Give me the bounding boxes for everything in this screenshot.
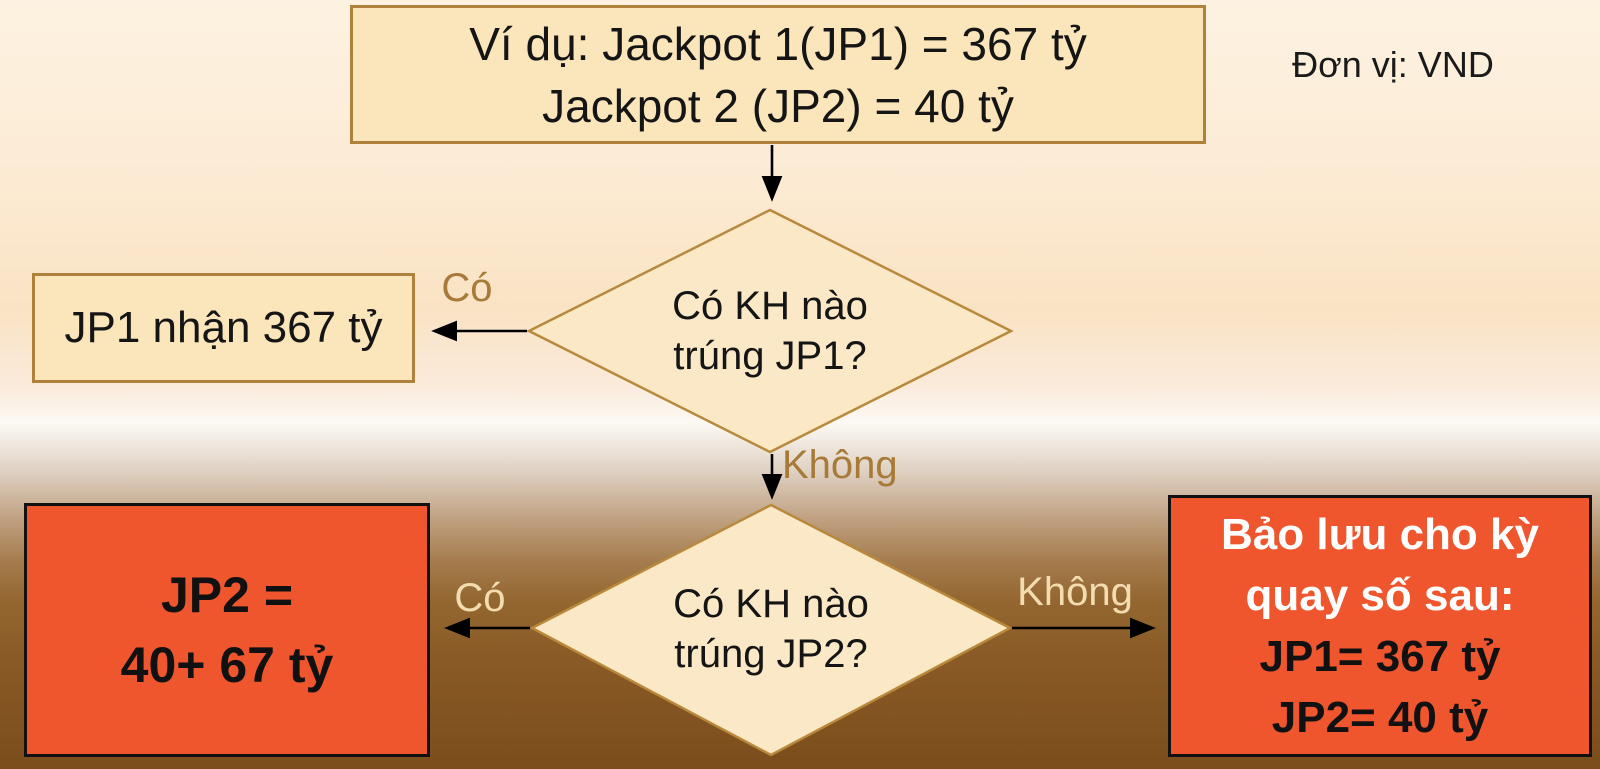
decision1-line1: Có KH nào <box>672 284 868 328</box>
carryover-line4: JP2= 40 tỷ <box>1271 693 1489 742</box>
carryover-box: Bảo lưu cho kỳ quay số sau: JP1= 367 tỷ … <box>1168 495 1592 757</box>
carryover-line2: quay số sau: <box>1245 571 1515 620</box>
decision1-label: Có KH nào trúng JP1? <box>620 270 920 392</box>
decision-diamond-jp2 <box>529 503 1013 757</box>
example-values-line1: Ví dụ: Jackpot 1(JP1) = 367 tỷ <box>469 17 1087 70</box>
decision2-label: Có KH nào trúng JP2? <box>621 568 921 690</box>
jp1-payout-box: JP1 nhận 367 tỷ <box>32 273 415 383</box>
decision-diamond-jp1 <box>526 208 1014 454</box>
jp2-payout-box: JP2 = 40+ 67 tỷ <box>24 503 430 757</box>
carryover-line3: JP1= 367 tỷ <box>1259 632 1501 681</box>
decision1-line2: trúng JP1? <box>673 334 867 378</box>
decision1-no-label: Không <box>782 443 898 487</box>
example-values-box: Ví dụ: Jackpot 1(JP1) = 367 tỷ Jackpot 2… <box>350 5 1206 144</box>
currency-unit-label: Đơn vị: VND <box>1292 44 1494 85</box>
decision2-no-label: Không <box>1017 570 1133 614</box>
decision1-yes-label: Có <box>441 266 493 310</box>
jp2-payout-line1: JP2 = <box>160 567 294 623</box>
jp2-payout-line2: 40+ 67 tỷ <box>120 637 334 693</box>
carryover-line1: Bảo lưu cho kỳ <box>1221 510 1539 559</box>
example-values-line2: Jackpot 2 (JP2) = 40 tỷ <box>542 79 1014 132</box>
decision2-line2: trúng JP2? <box>674 632 868 676</box>
jp1-payout-text: JP1 nhận 367 tỷ <box>64 303 383 352</box>
decision2-line1: Có KH nào <box>673 582 869 626</box>
decision2-yes-label: Có <box>454 576 506 620</box>
